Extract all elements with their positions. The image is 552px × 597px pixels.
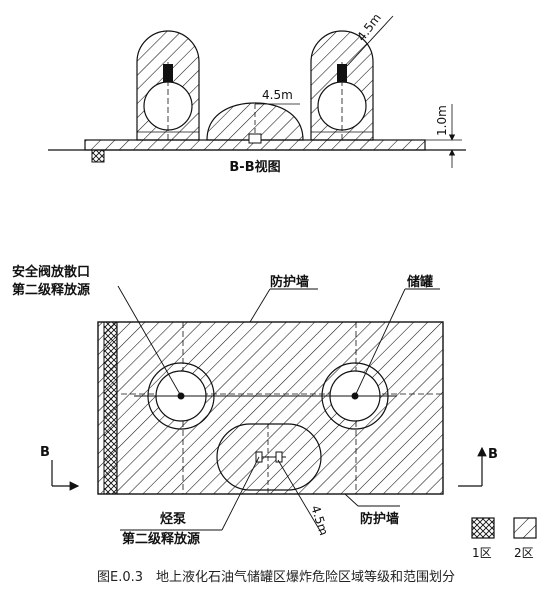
left-vent — [163, 64, 173, 82]
vent-label-line2: 第二级释放源 — [12, 282, 90, 298]
section-view: 4.5m 4.5m 1.0m B-B视图 — [48, 11, 466, 175]
wall-top-label: 防护墙 — [270, 274, 309, 290]
pump-radius-line — [277, 459, 323, 535]
pump-label-line2: 第二级释放源 — [122, 531, 200, 547]
pump-leader — [221, 456, 260, 531]
figure-caption: 图E.0.3 地上液化石油气储罐区爆炸危险区域等级和范围划分 — [96, 570, 456, 585]
pump-zone-boundary — [216, 423, 322, 491]
pump-label-line1: 烃泵 — [160, 511, 186, 527]
wall-top-leader — [249, 288, 271, 323]
tank-leader — [354, 288, 406, 397]
legend-zone1-label: 1区 — [472, 546, 492, 560]
wall-bottom-leader — [344, 493, 359, 507]
pump-radius-label: 4.5m — [308, 504, 331, 538]
vent-leader — [117, 285, 182, 397]
pump-right — [275, 451, 283, 463]
legend-zone1-swatch — [471, 517, 495, 539]
zone1-strip — [103, 321, 118, 495]
slant-dim-label: 4.5m — [354, 11, 384, 44]
pump-dim-label: 4.5m — [262, 88, 293, 102]
tank-label: 储罐 — [406, 274, 433, 290]
wall-bottom-label: 防护墙 — [360, 511, 399, 527]
legend-zone2-label: 2区 — [514, 546, 534, 560]
plan-view: 4.5m 安全阀放散口 第二级释放源 防护墙 储罐 烃泵 第二级释放源 防护墙 … — [12, 264, 498, 547]
vent-label-line1: 安全阀放散口 — [12, 264, 90, 280]
section-title: B-B视图 — [229, 159, 280, 175]
zone1-pit — [91, 149, 105, 163]
section-mark-left-label: B — [40, 445, 50, 460]
legend: 1区 2区 — [471, 517, 537, 560]
pump-section — [248, 133, 262, 144]
legend-zone2-swatch — [513, 517, 537, 539]
section-mark-right-label: B — [488, 447, 498, 462]
slant-dim-line — [346, 15, 394, 67]
right-vent — [337, 64, 347, 82]
height-dim-label: 1.0m — [435, 105, 449, 136]
